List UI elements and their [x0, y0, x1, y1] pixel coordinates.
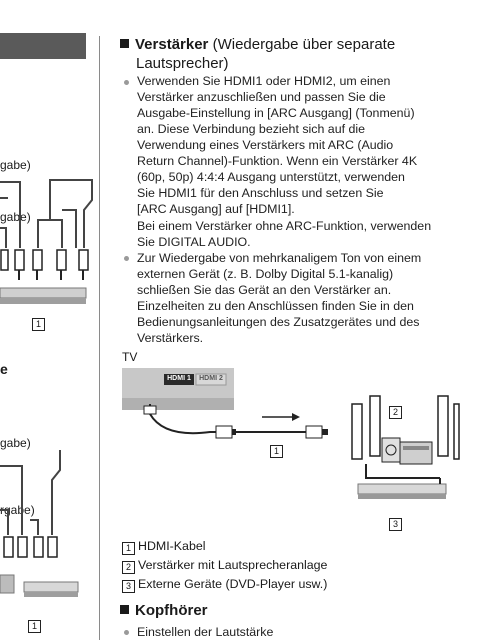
left-marker-2: 1 — [28, 615, 44, 633]
section-title-line2: Lautsprecher) — [136, 55, 229, 72]
kopfhoerer-bullet-dot — [124, 630, 129, 635]
diagram-marker-3: 3 — [389, 513, 405, 531]
column-divider — [99, 36, 100, 640]
kopfhoerer-square-icon — [120, 605, 129, 614]
bullet-dot-2 — [124, 256, 129, 261]
left-marker-1: 1 — [32, 313, 48, 331]
hdmi2-port-label: HDMI 2 — [199, 375, 223, 382]
left-letter: e — [0, 361, 8, 377]
bullet-paragraph-2: Zur Wiedergabe von mehrkanaligem Ton von… — [137, 251, 422, 345]
note-paragraph: Bei einem Verstärker ohne ARC-Funktion, … — [137, 219, 432, 249]
left-label-1: gabe) — [0, 158, 31, 172]
kopfhoerer-bullet-text: Einstellen der Lautstärke — [137, 625, 274, 639]
section-title: Verstärker (Wiedergabe über separate — [120, 35, 395, 54]
tv-label: TV — [122, 350, 138, 364]
section-square-icon — [120, 39, 129, 48]
kopfhoerer-title: Kopfhörer — [120, 602, 208, 619]
left-label-2: gabe) — [0, 210, 31, 224]
bullet-paragraph-1: Verwenden Sie HDMI1 oder HDMI2, um einen… — [137, 74, 418, 216]
left-section-header-bar — [0, 33, 86, 59]
left-label-3: gabe) — [0, 436, 31, 450]
hdmi1-port-label: HDMI 1 — [167, 375, 191, 382]
diagram-marker-1: 1 — [270, 440, 286, 458]
bullet-dot-1 — [124, 80, 129, 85]
left-connection-diagram — [0, 179, 93, 597]
amplifier-connection-diagram — [122, 368, 460, 499]
diagram-marker-2: 2 — [389, 401, 405, 419]
